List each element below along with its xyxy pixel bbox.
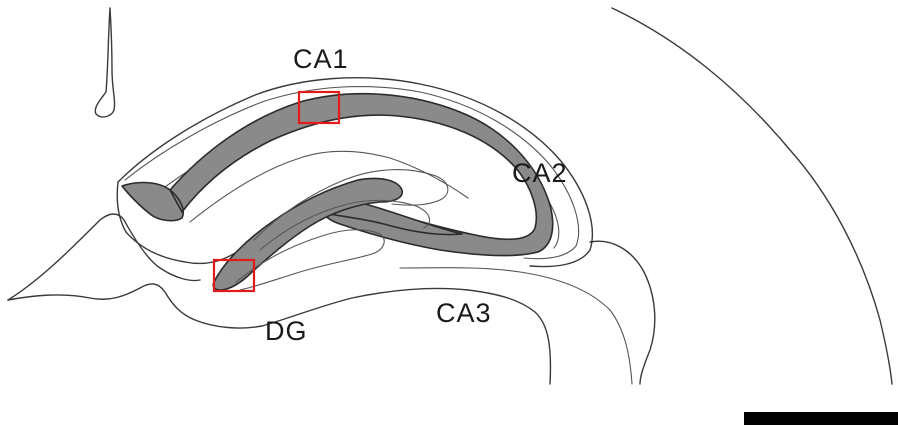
- scale-bar: [744, 412, 898, 425]
- label-dg: DG: [265, 316, 308, 346]
- label-ca1: CA1: [293, 44, 349, 74]
- label-ca3: CA3: [436, 298, 492, 328]
- label-ca2: CA2: [512, 158, 568, 188]
